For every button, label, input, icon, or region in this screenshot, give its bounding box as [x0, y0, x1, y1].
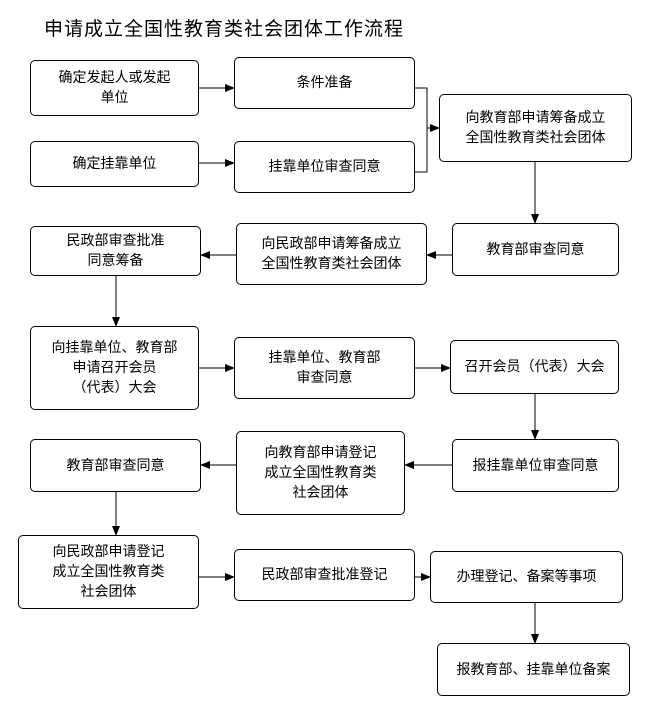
node-label: 民政部审查批准 同意筹备	[66, 233, 165, 269]
page-title: 申请成立全国性教育类社会团体工作流程	[44, 18, 405, 40]
node-label: 向教育部申请筹备成立 全国性教育类社会团体	[465, 110, 606, 146]
node-mca-approve-registration: 民政部审查批准登记	[234, 549, 415, 601]
node-label: 报教育部、挂靠单位备案	[456, 661, 611, 678]
node-apply-mca-registration: 向民政部申请登记 成立全国性教育类 社会团体	[18, 535, 199, 609]
node-label: 挂靠单位审查同意	[268, 159, 381, 175]
node-mca-approve-preparation: 民政部审查批准 同意筹备	[30, 226, 201, 276]
node-hold-member-congress: 召开会员（代表）大会	[450, 340, 619, 394]
node-report-affiliated-approval: 报挂靠单位审查同意	[452, 439, 619, 492]
node-label: 召开会员（代表）大会	[464, 359, 605, 375]
node-apply-mca-preparation: 向民政部申请筹备成立 全国性教育类社会团体	[236, 223, 427, 285]
node-label: 向民政部申请筹备成立 全国性教育类社会团体	[261, 236, 402, 272]
node-label: 教育部审查同意	[486, 241, 585, 258]
node-determine-initiator: 确定发起人或发起 单位	[30, 60, 199, 116]
node-report-filing: 报教育部、挂靠单位备案	[437, 643, 630, 696]
node-apply-moe-registration: 向教育部申请登记 成立全国性教育类 社会团体	[236, 431, 405, 515]
node-label: 民政部审查批准登记	[261, 567, 388, 583]
node-label: 挂靠单位、教育部 审查同意	[268, 350, 381, 386]
node-label: 向挂靠单位、教育部 申请召开会员 （代表）大会	[51, 340, 178, 396]
node-moe-approval-2: 教育部审查同意	[30, 439, 201, 492]
node-handle-registration-filing: 办理登记、备案等事项	[430, 551, 623, 603]
node-moe-approval-1: 教育部审查同意	[452, 223, 619, 276]
node-label: 报挂靠单位审查同意	[472, 457, 599, 474]
node-prepare-conditions: 条件准备	[234, 57, 415, 109]
node-label: 条件准备	[296, 75, 353, 91]
node-label: 确定发起人或发起 单位	[58, 70, 171, 106]
node-affiliated-unit-approval: 挂靠单位审查同意	[234, 141, 415, 193]
node-label: 教育部审查同意	[66, 457, 165, 474]
node-label: 向民政部申请登记 成立全国性教育类 社会团体	[52, 544, 165, 600]
node-affiliated-moe-approval: 挂靠单位、教育部 审查同意	[234, 337, 415, 399]
node-apply-member-congress: 向挂靠单位、教育部 申请召开会员 （代表）大会	[30, 326, 199, 410]
node-label: 向教育部申请登记 成立全国性教育类 社会团体	[264, 445, 377, 501]
node-apply-moe-preparation: 向教育部申请筹备成立 全国性教育类社会团体	[439, 94, 632, 162]
node-label: 确定挂靠单位	[72, 156, 157, 172]
connector-n2-n4-merge	[415, 87, 428, 173]
node-determine-affiliated-unit: 确定挂靠单位	[30, 141, 199, 187]
node-label: 办理登记、备案等事项	[456, 569, 597, 585]
